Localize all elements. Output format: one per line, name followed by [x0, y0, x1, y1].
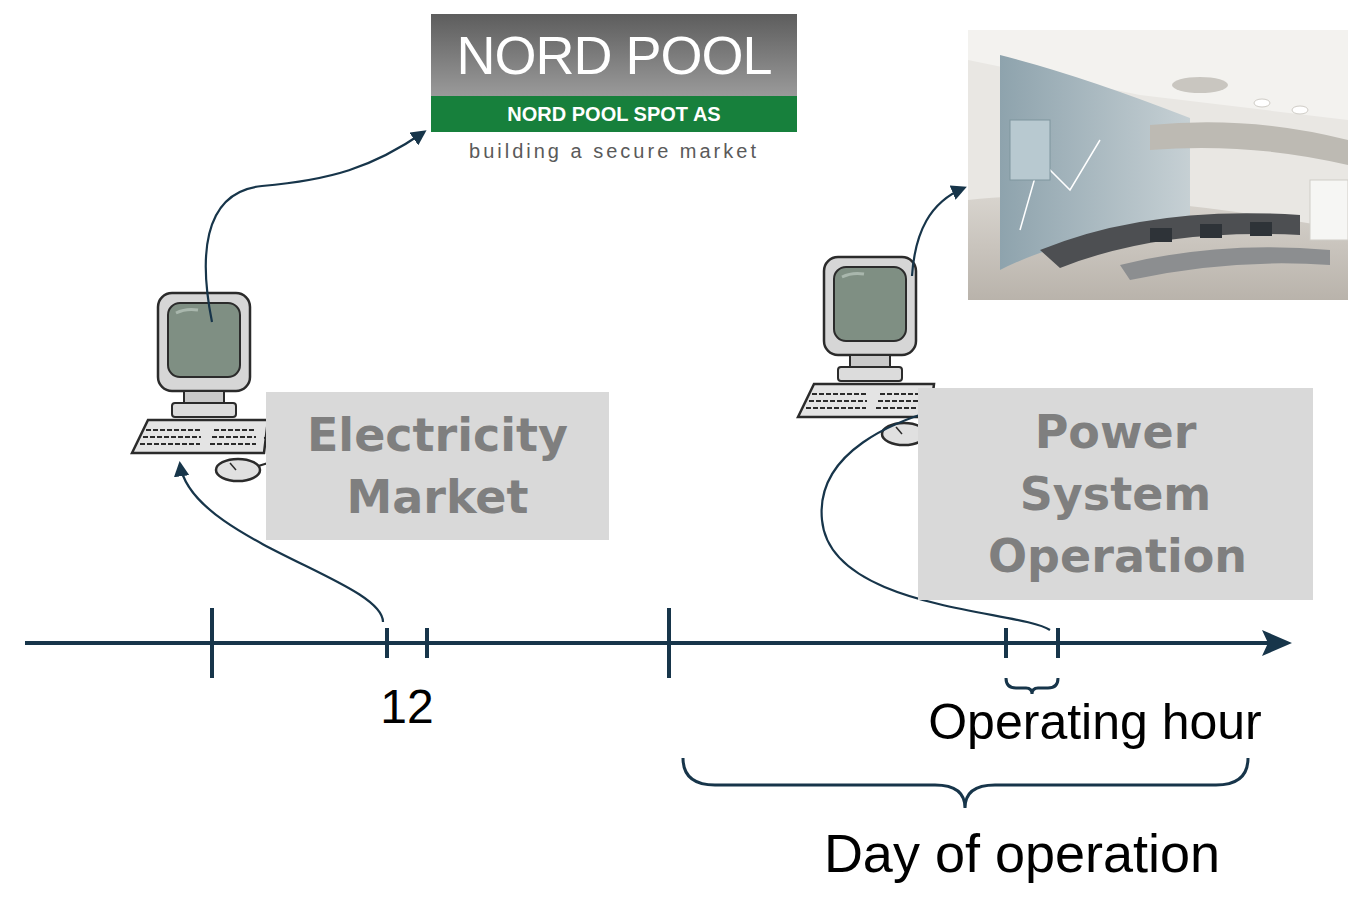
logo-box: NORD POOLNORD POOL SPOT ASbuilding a sec… — [431, 14, 797, 170]
flow-arrow — [912, 188, 964, 276]
computer-icon — [132, 293, 285, 481]
operation-box: Power System Operation — [918, 388, 1313, 600]
day-brace — [683, 758, 1248, 808]
box-text-group: Electricity Market — [288, 404, 588, 528]
logo-slogan: building a secure market — [431, 132, 797, 170]
interval-label: Operating hour — [928, 697, 1262, 747]
logo-title: NORD POOL — [431, 14, 797, 96]
flow-arrow — [206, 132, 424, 322]
box-label: Power System Operation — [988, 401, 1243, 587]
hour-brace — [1006, 678, 1058, 694]
market-box: Electricity Market — [266, 392, 609, 540]
interval-label: Day of operation — [824, 826, 1220, 880]
timeline — [25, 608, 1292, 678]
box-label: Electricity Market — [288, 404, 588, 528]
time-label: 12 — [380, 683, 433, 731]
box-text-group: Power System Operation — [988, 401, 1243, 587]
control-room-photo — [968, 30, 1348, 300]
logo-subtitle: NORD POOL SPOT AS — [431, 96, 797, 132]
